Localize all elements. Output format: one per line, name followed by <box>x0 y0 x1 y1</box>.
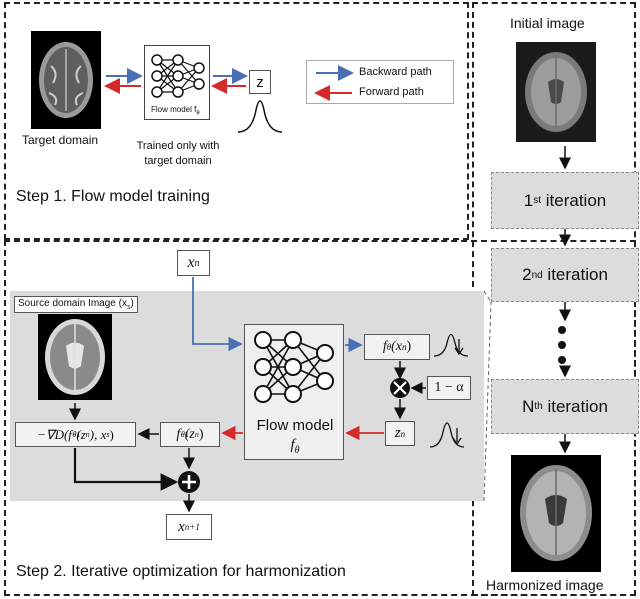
flow-model-box-step1: Flow model fθ <box>144 45 210 120</box>
trained-note: Trained only with target domain <box>136 140 220 167</box>
initial-image <box>516 42 596 142</box>
gaussian-step1 <box>237 100 283 133</box>
source-domain-image <box>38 314 112 400</box>
flow-model-f-step2: fθ <box>290 437 300 456</box>
legend-backward-label: Backward path <box>359 66 432 78</box>
distribution-icon-fxn <box>433 333 469 357</box>
z-node: z <box>249 70 271 94</box>
harmonized-image-label: Harmonized image <box>486 577 604 593</box>
ellipsis-dots <box>558 326 566 364</box>
xn-to-flow-arrow <box>192 277 243 352</box>
sum-icon <box>178 471 200 493</box>
initial-image-label: Initial image <box>510 15 585 31</box>
legend: Backward path Forward path <box>306 60 454 104</box>
step2-title: Step 2. Iterative optimization for harmo… <box>16 563 346 580</box>
flow-model-label-step1: Flow model fθ <box>151 105 200 117</box>
multiply-icon <box>390 378 410 398</box>
harmonized-image <box>511 455 601 572</box>
step1-title: Step 1. Flow model training <box>16 188 210 205</box>
target-domain-label: Target domain <box>22 133 99 147</box>
source-image-label: Source domain Image (xs) <box>14 296 138 313</box>
zoom-line-top <box>483 290 492 303</box>
one-minus-alpha-node: 1 − α <box>427 376 471 400</box>
zoom-line-bottom <box>483 301 492 502</box>
target-domain-image <box>31 31 101 129</box>
distribution-icon-zn <box>429 422 465 448</box>
flow-model-box-step2: Flow model fθ <box>244 324 344 460</box>
flow-model-label-step2: Flow model <box>256 417 334 434</box>
grad-to-sum-arrow <box>73 448 179 491</box>
legend-forward-label: Forward path <box>359 86 424 98</box>
step1-frame <box>4 2 469 240</box>
